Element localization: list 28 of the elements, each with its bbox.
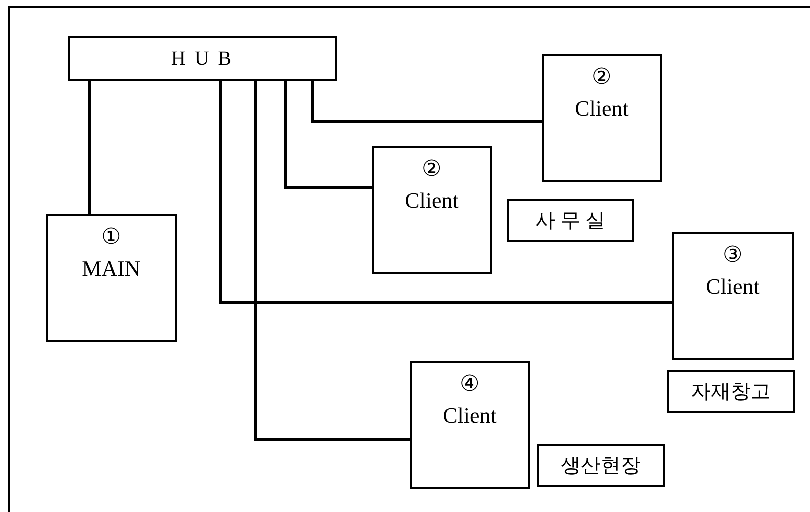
network-cable-line bbox=[312, 81, 542, 124]
network-cable-line bbox=[254, 81, 410, 442]
location-label: 생산현장 bbox=[561, 454, 641, 478]
location-label: 자재창고 bbox=[691, 380, 771, 404]
computer-label: MAIN bbox=[82, 256, 141, 283]
computer-box bbox=[372, 146, 492, 274]
computer-box bbox=[46, 214, 177, 342]
network-cable-line bbox=[220, 81, 672, 304]
hub-box bbox=[68, 36, 337, 81]
computer-box bbox=[410, 361, 530, 489]
number-marker: ③ bbox=[723, 242, 743, 268]
computer-box bbox=[542, 54, 662, 182]
number-marker: ② bbox=[422, 156, 442, 182]
computer-label: Client bbox=[443, 403, 497, 430]
computer-label: Client bbox=[706, 274, 760, 301]
network-cable-line bbox=[88, 81, 92, 214]
computer-box bbox=[672, 232, 794, 360]
number-marker: ④ bbox=[460, 371, 480, 398]
location-label-box bbox=[507, 199, 634, 242]
location-label-box bbox=[537, 444, 665, 487]
computer-label: Client bbox=[575, 96, 629, 123]
computer-label: Client bbox=[405, 188, 459, 215]
location-label: 사 무 실 bbox=[536, 208, 606, 232]
number-marker: ② bbox=[592, 64, 612, 90]
location-label-box bbox=[667, 370, 795, 413]
number-marker: ① bbox=[102, 224, 122, 250]
hub-label: H U B bbox=[171, 46, 234, 70]
network-cable-line bbox=[284, 81, 372, 190]
